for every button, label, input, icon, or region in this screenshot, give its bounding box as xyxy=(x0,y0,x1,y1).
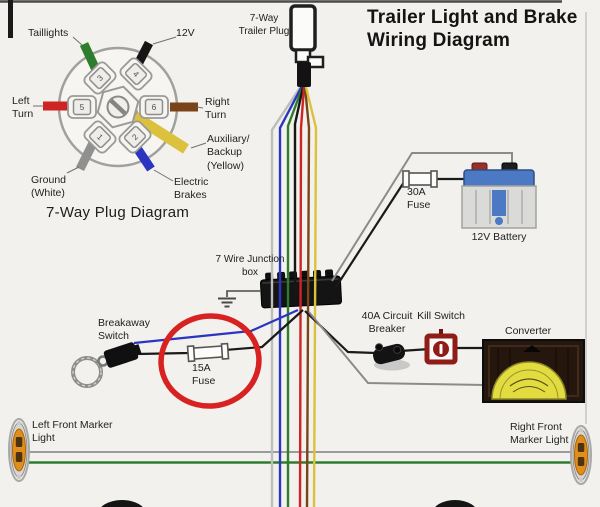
pin-3: 3 xyxy=(83,61,117,95)
label-breakaway-switch: Breakaway Switch xyxy=(98,317,150,343)
label-converter: Converter xyxy=(505,325,552,337)
title-line1: Trailer Light and Brake xyxy=(367,7,578,28)
black-wire xyxy=(293,86,305,298)
blue-wire xyxy=(278,85,304,507)
pin-6: 6 xyxy=(139,95,169,119)
battery-ground-wire xyxy=(331,152,513,282)
pin-1: 1 xyxy=(83,120,117,154)
green-wire xyxy=(286,85,305,507)
ground-symbol xyxy=(218,290,261,308)
svg-text:4: 4 xyxy=(131,69,141,79)
annotation-circle xyxy=(158,313,262,409)
label-right-turn: Right Turn xyxy=(205,96,230,122)
label-circuit-breaker: 40A Circuit Breaker xyxy=(361,310,413,336)
circuit-breaker-40a xyxy=(373,343,410,371)
pin-5: 5 xyxy=(67,95,97,119)
svg-text:5: 5 xyxy=(80,103,85,112)
battery xyxy=(461,162,537,229)
title-line2: Wiring Diagram xyxy=(367,30,511,52)
pin-2: 2 xyxy=(118,120,152,154)
label-kill-switch: Kill Switch xyxy=(417,310,465,322)
yellow-wire xyxy=(304,86,318,507)
fuse-30a-symbol xyxy=(402,170,438,188)
breakaway-blue-wire xyxy=(133,308,299,345)
pin-4: 4 xyxy=(119,57,153,91)
label-12v: 12V xyxy=(176,27,195,39)
converter-return-wire xyxy=(308,311,487,386)
page-title: Trailer Light and Brake Wiring Diagram xyxy=(367,6,587,52)
svg-text:3: 3 xyxy=(95,73,105,83)
label-battery: 12V Battery xyxy=(471,231,527,243)
screw-slot xyxy=(109,98,127,116)
svg-text:2: 2 xyxy=(130,132,140,142)
seven-way-plug-face: 3 4 5 6 1 2 xyxy=(33,36,207,182)
left-marker-light xyxy=(8,418,30,482)
label-left-turn: Left Turn xyxy=(12,95,34,121)
fuse-15a-symbol xyxy=(186,342,230,363)
svg-text:1: 1 xyxy=(95,132,105,142)
converter xyxy=(482,339,585,403)
breakaway-switch xyxy=(71,342,142,388)
label-fuse-30a: 30A Fuse xyxy=(407,186,431,212)
red-wire xyxy=(298,86,306,507)
label-junction-box: 7 Wire Junction box xyxy=(215,254,285,278)
white-wire xyxy=(270,85,303,507)
left-tire xyxy=(101,500,143,507)
label-trailer-plug: 7-Way Trailer Plug xyxy=(238,13,290,37)
ground-stub xyxy=(75,138,99,172)
label-right-marker: Right Front Marker Light xyxy=(510,421,569,447)
label-left-marker: Left Front Marker Light xyxy=(32,419,113,445)
auxiliary-stub xyxy=(125,107,189,154)
plug-diagram-caption: 7-Way Plug Diagram xyxy=(46,204,190,221)
label-taillights: Taillights xyxy=(28,27,69,39)
label-auxiliary: Auxiliary/ Backup (Yellow) xyxy=(207,133,250,172)
leader-lines xyxy=(33,36,207,182)
main-wire-bundle xyxy=(270,85,318,507)
brown-wire xyxy=(303,86,311,507)
label-ground: Ground (White) xyxy=(31,174,67,200)
kill-switch xyxy=(424,329,458,365)
svg-text:6: 6 xyxy=(152,103,157,112)
right-marker-light xyxy=(570,425,592,485)
left-edge-bar xyxy=(8,0,13,38)
right-tire xyxy=(435,500,475,507)
label-electric-brakes: Electric Brakes xyxy=(174,176,209,202)
label-fuse-15a: 15A Fuse xyxy=(192,362,216,388)
trailer-plug xyxy=(289,4,325,87)
